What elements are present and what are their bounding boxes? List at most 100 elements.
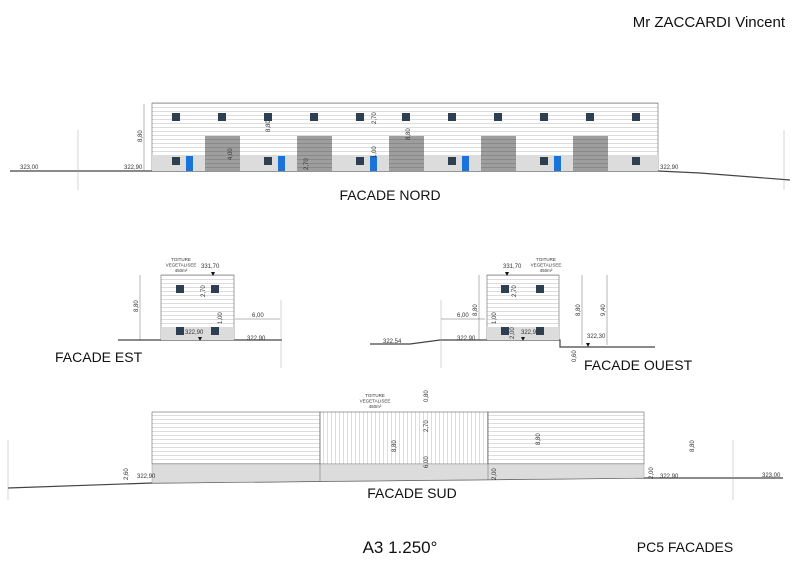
window [501,285,509,293]
dim-height-total: 9,40 [601,304,607,316]
window [218,113,226,121]
wall-left [151,411,321,465]
window [501,327,509,335]
roof-label-3: 450m² [540,268,553,273]
dim-drop: 0,60 [572,350,578,362]
dim-offset: 6,00 [457,313,469,319]
dim-plinth: 1,00 [492,312,498,324]
level-building-left: 322,90 [124,165,143,171]
facade-nord: 323,00 322,90 322,90 8,80 8,80 8,80 2,70… [10,102,791,203]
entrance-door [186,156,193,171]
dim-height-2: 8,80 [536,433,542,445]
level-ground-left: 323,00 [20,165,39,171]
window [494,113,502,121]
level-right: 322,90 [660,474,679,480]
dim-plinth: 1,00 [218,312,224,324]
window [356,157,364,165]
level-top: 331,70 [201,264,220,270]
dim-upper: 2,70 [424,420,430,432]
dim-upper: 2,70 [512,285,518,297]
dim-plinth: 1,00 [372,146,378,158]
window [540,113,548,121]
dim-door: 2,70 [304,158,310,170]
garage-door [573,136,608,171]
entrance-door [554,156,561,171]
facade-est-title: FACADE EST [55,349,143,365]
dim-height: 8,80 [134,300,140,312]
roof-label-1: TOITURE [536,257,556,262]
window [356,113,364,121]
roof-label-2: VEGETALISEE [360,399,391,404]
facade-nord-title: FACADE NORD [339,187,440,203]
dim-height-2: 8,80 [266,120,272,132]
garage-door [297,136,332,171]
roof-label-2: VEGETALISEE [166,263,197,268]
dim-offset: 6,00 [252,313,264,319]
window [264,113,272,121]
dim-right-plinth: 2,00 [649,467,655,479]
dim-height-3: 8,80 [406,128,412,140]
level-right-ground: 323,00 [762,473,781,479]
window [448,113,456,121]
wall-right [487,411,645,465]
dim-upper: 2,70 [201,285,207,297]
level-road: 322.54 [383,339,402,345]
roof-label-3: 450m² [175,268,188,273]
dim-garage: 4,00 [228,148,234,160]
garage-door [205,136,240,171]
window [176,327,184,335]
window [586,113,594,121]
window [264,157,272,165]
entrance-door [370,156,377,171]
dim-upper: 2,70 [372,112,378,124]
owner-name: Mr ZACCARDI Vincent [633,14,786,31]
roof-label-3: 450m² [369,404,382,409]
garage-door [389,136,424,171]
dim-lower: 6,00 [424,456,430,468]
window [632,157,640,165]
sheet-title: PC5 FACADES [637,539,733,555]
level-floor: 322,90 [521,330,540,336]
level-top: 331,70 [503,264,522,270]
level-floor: 322,90 [185,330,204,336]
window [172,113,180,121]
window [172,157,180,165]
dim-height-right: 8,80 [690,440,696,452]
window [211,285,219,293]
facade-est: TOITURE VEGETALISEE 450m² 331,70 322,90 … [55,257,282,368]
level-ground-left: 322.90 [457,336,476,342]
dim-parapet: 0,80 [424,390,430,402]
window [448,157,456,165]
dim-height: 8,80 [138,130,144,142]
dim-height-right: 8,80 [576,304,582,316]
roof-label-2: VEGETALISEE [531,263,562,268]
dim-left-plinth: 2,60 [124,468,130,480]
roof-label-1: TOITURE [171,257,191,262]
window [176,285,184,293]
ground-line [370,339,655,348]
ground-line [10,170,791,181]
facade-sud: TOITURE VEGETALISEE 450m² 322,90 322,90 … [7,390,783,501]
entrance-door [462,156,469,171]
garage-door [481,136,516,171]
window [540,157,548,165]
wall-center [319,411,489,465]
window [310,113,318,121]
level-ground-right: 322,30 [587,334,606,340]
window [402,113,410,121]
facade-ouest-title: FACADE OUEST [584,357,693,373]
facade-sud-title: FACADE SUD [367,485,456,501]
level-ground: 322.90 [247,336,266,342]
window [632,113,640,121]
scale-label: A3 1.250° [363,538,438,557]
window [211,327,219,335]
roof-label-1: TOITURE [365,393,385,398]
dim-height: 8,80 [473,304,479,316]
dim-door: 2,00 [510,327,516,339]
plinth [151,463,645,484]
window [536,327,544,335]
dim-height: 8,80 [392,440,398,452]
level-building-right: 322,90 [660,165,679,171]
